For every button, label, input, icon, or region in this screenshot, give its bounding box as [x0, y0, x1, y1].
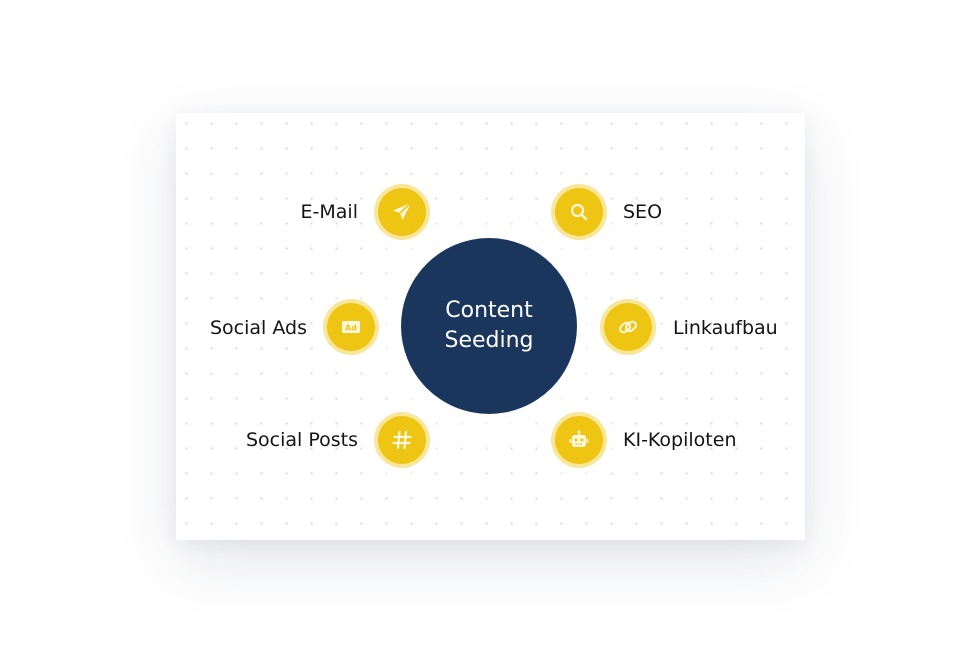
search-icon [570, 203, 588, 221]
node-label-seo: SEO [623, 201, 663, 223]
content-seeding-hub: Content Seeding [401, 238, 577, 414]
paper-plane-icon [393, 202, 412, 220]
node-label-ki-kopiloten: KI-Kopiloten [623, 429, 737, 451]
node-label-linkaufbau: Linkaufbau [673, 317, 778, 339]
node-linkaufbau [604, 303, 652, 351]
link-icon [618, 320, 638, 334]
node-label-email: E-Mail [300, 201, 358, 223]
node-label-social-posts: Social Posts [245, 429, 358, 451]
ad-icon: Ad [342, 321, 360, 333]
hub-label-line1: Content [445, 298, 533, 323]
hub-label-line2: Seeding [444, 328, 534, 353]
node-ki-kopiloten [555, 416, 603, 464]
svg-text:Ad: Ad [345, 324, 357, 333]
node-social-ads: Ad [327, 303, 375, 351]
node-label-social-ads: Social Ads [210, 317, 307, 339]
node-social-posts [378, 416, 426, 464]
robot-icon [569, 430, 589, 447]
node-email [378, 188, 426, 236]
hashtag-icon [392, 430, 412, 450]
node-seo [555, 188, 603, 236]
